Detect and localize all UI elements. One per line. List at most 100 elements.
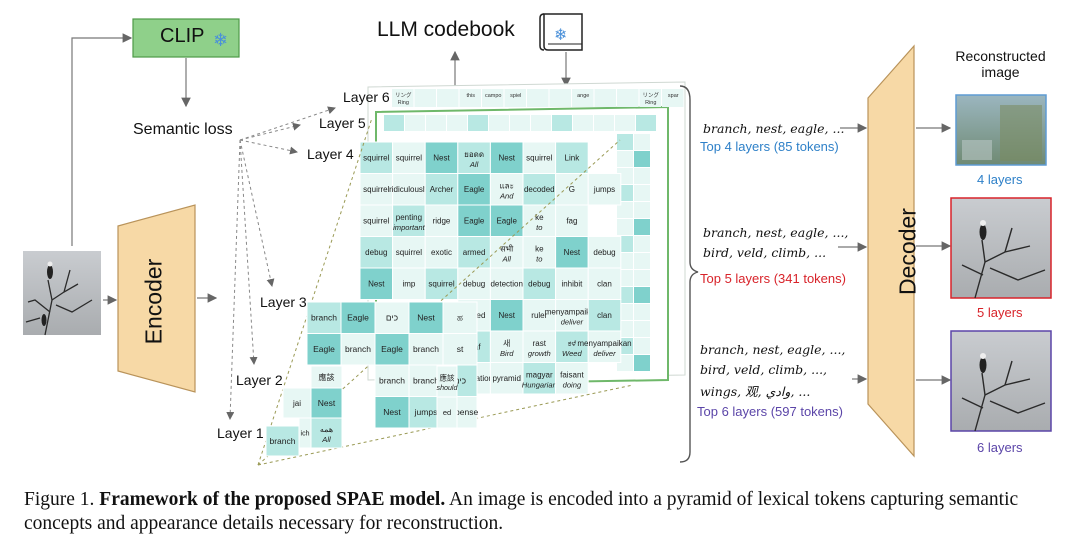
layer3-cell [306,301,342,334]
layer4-token: squirrel [396,154,422,163]
layer4-cell [392,267,426,300]
layer6-token: campo [485,93,502,99]
layer4-token: decoded [524,185,555,194]
layer4-token: And [499,191,514,200]
layer5-token-row [384,115,656,131]
layer5-cell [617,202,633,218]
layer4-token: clan [597,280,612,289]
layer4-cell [522,173,557,206]
layer4-token: armed [463,248,486,257]
decoder-label: Decoder [894,208,921,295]
token-brace [679,85,699,463]
layer5-cell [634,134,650,150]
layer4-token: ridiculously [389,185,429,194]
row1-layers-label: 4 layers [977,172,1023,187]
layer6-token: ange [577,93,589,99]
layer4-cell [587,173,622,206]
layer5-cell [634,355,650,371]
layer4-token: ke [535,244,544,253]
layer4-cell [359,204,394,237]
layer5-cell [634,151,650,167]
clip-box [132,18,240,58]
layer5-cell [615,115,635,131]
pyramid-projection-lines [257,117,634,466]
row1-caption: Top 4 layers (85 tokens) [700,139,839,154]
layer5-cell [573,115,593,131]
row2-layers-label: 5 layers [977,305,1023,320]
llm-codebook-label: LLM codebook [377,18,515,41]
layer5-cell [468,115,488,131]
layer3-token: Eagle [381,344,403,354]
layer3-token: Eagle [347,313,369,323]
layer5-cell [634,304,650,320]
layer4-token: All [501,254,511,263]
layer4-token: ke [535,213,544,222]
layer6-token: リング [395,91,412,99]
layer4-token: to [536,223,542,232]
layer4-cell [424,236,459,269]
layer5-cell [634,219,650,235]
layer5-cell [489,115,509,131]
layer6-cell [459,89,481,107]
layer4-token: exotic [431,248,452,257]
layer5-cell [531,115,551,131]
layer4-cell [522,330,557,363]
layer1-token: All [321,435,331,444]
layer4-token: ยอดด [464,150,484,159]
layer4-cell [555,236,589,269]
layer3-token: branch [413,376,439,386]
layer4-token: to [536,254,542,263]
layer3-token: branch [413,344,439,354]
layer4-token: fag [566,217,577,226]
caption-prefix: Figure 1. [24,489,100,510]
layer5-cell [510,115,530,131]
reconstructed-title-line2: image [981,64,1020,80]
layer4-cell [392,173,426,206]
layer4-token: growth [528,349,551,358]
layer6-cell [482,89,504,107]
layer5-cell [634,270,650,286]
layer3-token: branch [311,313,337,323]
reconstructed-title-line1: Reconstructed [955,48,1046,64]
layer6-cell [594,89,616,107]
layer4-cell [522,267,557,300]
layer2-cell [282,387,312,419]
row2-words-line1: branch, nest, eagle, ..., [703,225,849,240]
layer4-token: menyampaikan [577,339,631,348]
layer6-cell [527,89,549,107]
layer2-token: jai [292,399,301,408]
layer4-token: Eagle [464,185,485,194]
layer5-cell [634,321,650,337]
layer4-token: ridge [433,217,451,226]
encoder-label: Encoder [140,258,167,345]
layer4-cell [424,204,459,237]
layer4-token: ruler [531,311,547,320]
layer4-token: magyar [526,370,553,379]
layer4-cell [489,141,524,174]
layer3-token: כים [454,376,466,386]
layer3-edge-token: ed [443,408,451,417]
layer4-cell [392,204,426,237]
snowflake-icon: ❄ [213,30,228,51]
layer6-cell [392,89,414,107]
layer5-cell [634,168,650,184]
layer5-cell [634,338,650,354]
layer6-cell [572,89,594,107]
layer2-cell [310,365,343,389]
layer4-token: important [393,223,426,232]
layer4-token: debug [593,248,615,257]
layer5-cell [634,236,650,252]
layer4-token: Hungarian [522,380,557,389]
layer4-cell [489,236,524,269]
row3-layers-label: 6 layers [977,440,1023,455]
encoder-block [117,204,196,393]
layer4-cell [489,330,524,363]
layer4-token: Nest [498,311,515,320]
layer5-cell [384,115,404,131]
layer3-token: branch [379,376,405,386]
reconstructed-image-6-layers [950,330,1052,432]
layer4-cell [587,236,622,269]
layer6-cell [639,89,661,107]
